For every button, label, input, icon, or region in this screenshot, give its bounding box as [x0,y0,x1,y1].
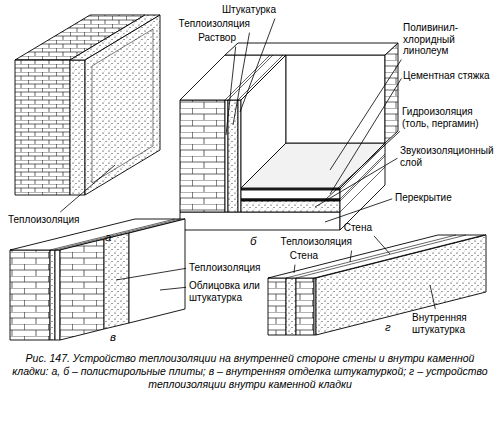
leader-line [226,47,236,135]
part-label: Теплоизоляция [179,18,250,30]
wall-figure-v [10,219,185,340]
figure-letter: а [105,231,111,244]
leader-line [325,131,400,200]
part-label: Облицовка или штукатурка [189,280,265,303]
leader-line [350,251,352,262]
part-label: Штукатурка [222,4,276,16]
part-label: Стена [290,250,318,262]
leader-line [315,158,397,207]
leader-line [430,285,435,309]
part-label: Перекрытие [395,192,452,204]
brick-wall-figure-a [15,15,160,195]
figure-letter: в [110,331,116,344]
part-label: Теплоизоляция [8,214,79,226]
leader-line [330,60,401,170]
part-label: Гидроизоляция (толь, пергамин) [402,106,495,129]
part-label: Стена [344,222,372,234]
part-label: Внутренняя штукатурка [412,312,492,335]
leader-line [240,18,275,112]
leader-line [294,265,296,273]
part-label: Поливинил-хлоридный линолеум [403,22,493,57]
leader-line [60,165,115,212]
leader-line [374,236,390,254]
part-label: Раствор [198,32,236,44]
leader-line [233,33,249,125]
figure-letter: г [385,321,391,334]
part-label: Теплоизоляция [189,262,260,274]
leader-line [116,268,186,280]
figure-caption: Рис. 147. Устройство теплоизоляции на вн… [10,352,490,391]
leader-line [325,199,392,222]
part-label: Цементная стяжка [403,70,495,82]
figure-letter: б [250,235,256,248]
leader-line [160,287,186,290]
part-label: Теплоизоляция [281,236,352,248]
part-label: Звукоизоляционный слой [400,145,495,168]
